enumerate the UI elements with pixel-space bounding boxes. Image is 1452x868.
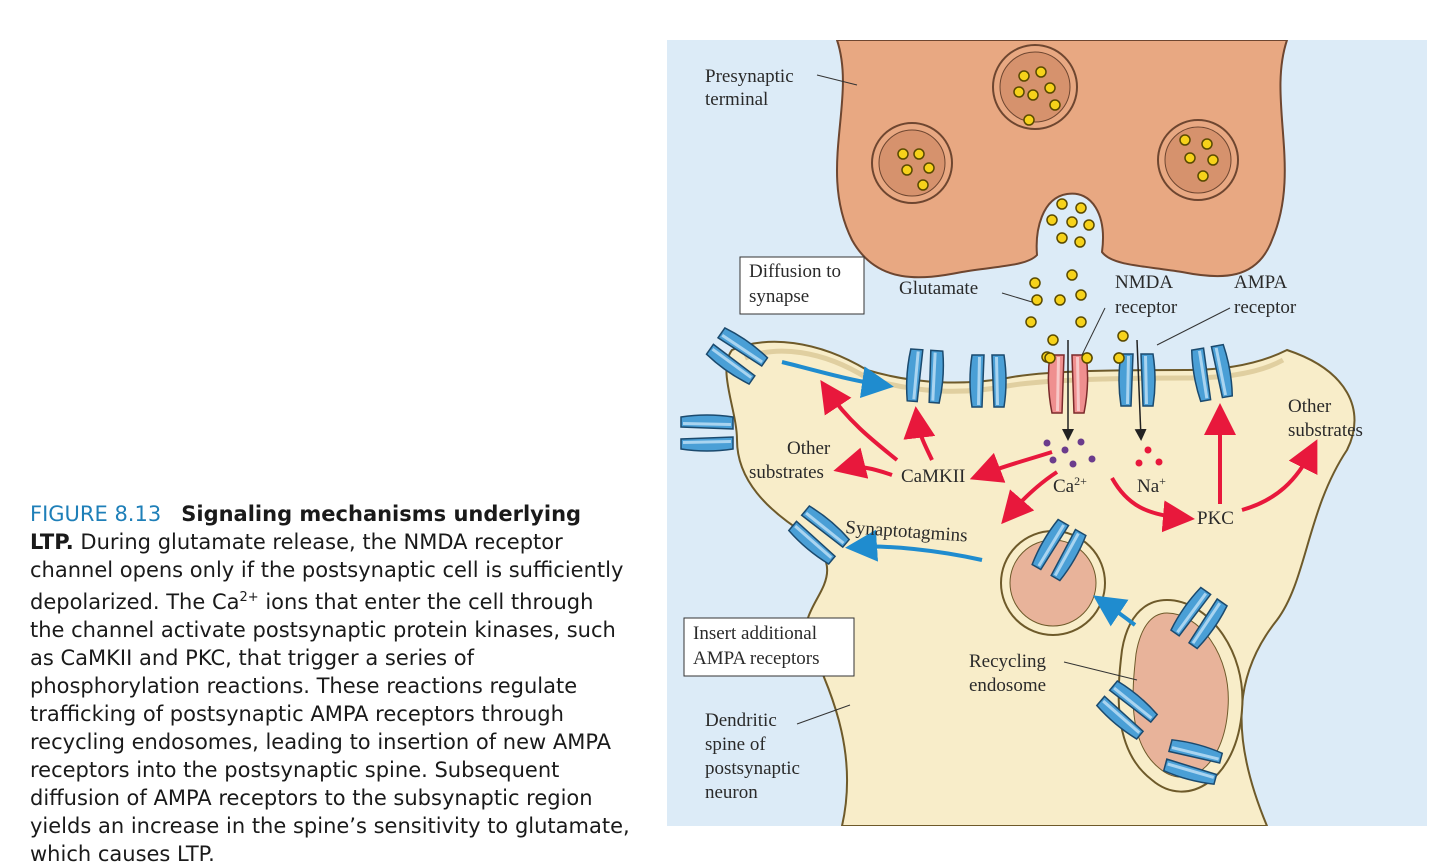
- ampa-label: AMPA: [1234, 272, 1287, 293]
- dendritic-spine-label-4: neuron: [705, 782, 758, 803]
- caption-body-post: ions that enter the cell through the cha…: [30, 590, 630, 866]
- nmda-label: NMDA: [1115, 272, 1173, 293]
- presynaptic-label-2: terminal: [705, 89, 768, 110]
- red-signaling-arrows: [820, 380, 1318, 533]
- dendritic-spine-label-3: postsynaptic: [705, 758, 800, 779]
- caption-body-pre: During glutamate release, the NMDA recep…: [30, 530, 624, 614]
- dendritic-spine-label: Dendritic: [705, 710, 777, 731]
- synaptic-vesicle-top: [992, 44, 1078, 130]
- synaptic-vesicle-right: [1157, 119, 1239, 201]
- synaptic-vesicle-left: [871, 122, 953, 204]
- insert-label: Insert additional: [693, 623, 817, 644]
- diffusion-label-box: [739, 256, 865, 315]
- other-substrates-right-2: substrates: [1288, 420, 1363, 441]
- diffusion-label: Diffusion to: [749, 261, 841, 282]
- pkc-label: PKC: [1197, 508, 1234, 529]
- recycling-endosome: [1117, 598, 1244, 793]
- recycling-endosome-label-2: endosome: [969, 675, 1046, 696]
- diffusion-label-2: synapse: [749, 286, 809, 307]
- camkii-label: CaMKII: [901, 466, 965, 487]
- figure-number: FIGURE 8.13: [30, 502, 162, 526]
- nmda-label-2: receptor: [1115, 297, 1178, 318]
- figure-title: Signaling mechanisms underlying: [181, 502, 582, 526]
- sodium-influx-arrow: [1134, 339, 1147, 441]
- presynaptic-terminal: [835, 40, 1289, 279]
- calcium-label: Ca2+: [1053, 474, 1087, 497]
- insert-label-2: AMPA receptors: [693, 648, 820, 669]
- other-substrates-right: Other: [1288, 396, 1332, 417]
- ampa-label-2: receptor: [1234, 297, 1297, 318]
- nmda-receptor-icon: [1047, 354, 1089, 414]
- figure-title-ltp: LTP.: [30, 530, 74, 554]
- spine-membrane-inner: [744, 348, 1285, 394]
- caption-superscript: 2+: [239, 590, 259, 605]
- sodium-label: Na+: [1137, 474, 1166, 497]
- presynaptic-label: Presynaptic: [705, 66, 794, 87]
- calcium-ions: [1043, 438, 1096, 468]
- figure-caption: FIGURE 8.13 Signaling mechanisms underly…: [30, 500, 630, 868]
- label-leader-lines: [796, 74, 1231, 725]
- insert-label-box: [683, 617, 855, 677]
- glutamate-label: Glutamate: [899, 278, 978, 299]
- ltp-diagram: Presynaptic terminal Diffusion to synaps…: [667, 40, 1427, 826]
- other-substrates-left: Other: [787, 438, 831, 459]
- dendritic-spine-label-2: spine of: [705, 734, 766, 755]
- glutamate-molecules: [897, 66, 1219, 364]
- other-substrates-left-2: substrates: [749, 462, 824, 483]
- bound-glutamate: [1044, 352, 1125, 364]
- recycling-endosome-label: Recycling: [969, 651, 1047, 672]
- blue-trafficking-arrows: [781, 360, 1137, 627]
- sodium-ions: [1135, 446, 1163, 467]
